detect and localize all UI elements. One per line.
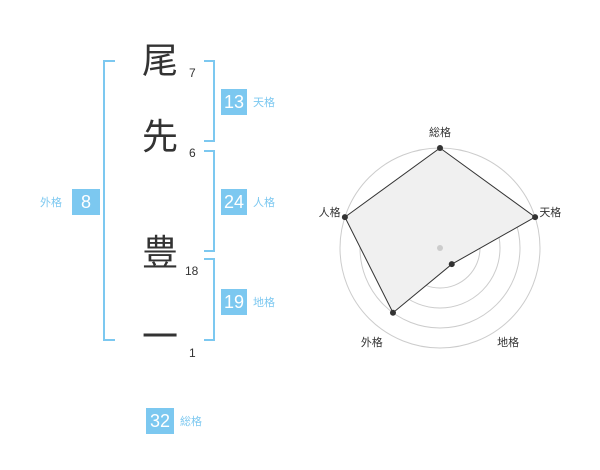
tenkaku-label: 天格 [253, 96, 275, 109]
stroke-count-4: 1 [189, 346, 196, 360]
gaikaku-bracket [103, 60, 115, 341]
radar-axis-label: 外格 [361, 335, 383, 349]
radar-point [389, 309, 396, 316]
stroke-count-1: 7 [189, 66, 196, 80]
radar-point [532, 214, 539, 221]
tenkaku-value-box: 13 [221, 89, 247, 115]
jinkaku-value-box: 24 [221, 189, 247, 215]
chikaku-value-box: 19 [221, 289, 247, 315]
radar-points [341, 145, 539, 316]
soukaku-value-box: 32 [146, 408, 174, 434]
radar-axis-label: 天格 [539, 205, 561, 219]
name-char-1: 尾 [141, 41, 178, 82]
tenkaku-bracket [204, 60, 215, 142]
name-char-2: 先 [141, 117, 178, 158]
stroke-count-3: 18 [185, 264, 199, 278]
radar-axis-label: 人格 [319, 205, 341, 219]
radar-axis-label: 総格 [429, 125, 451, 139]
name-char-4: 一 [141, 317, 178, 358]
radar-axis-label: 地格 [497, 335, 519, 349]
radar-center-dot [437, 245, 443, 251]
radar-polygon [344, 147, 537, 314]
jinkaku-bracket [204, 150, 215, 252]
chikaku-label: 地格 [253, 296, 275, 309]
soukaku-label: 総格 [180, 415, 202, 428]
gaikaku-label: 外格 [40, 196, 62, 209]
name-char-3: 豊 [141, 233, 178, 274]
stroke-count-2: 6 [189, 146, 196, 160]
gaikaku-value-box: 8 [72, 189, 100, 215]
radar-point [437, 145, 443, 151]
chikaku-bracket [204, 258, 215, 341]
radar-point [448, 261, 455, 268]
jinkaku-label: 人格 [253, 196, 275, 209]
radar-point [341, 214, 348, 221]
